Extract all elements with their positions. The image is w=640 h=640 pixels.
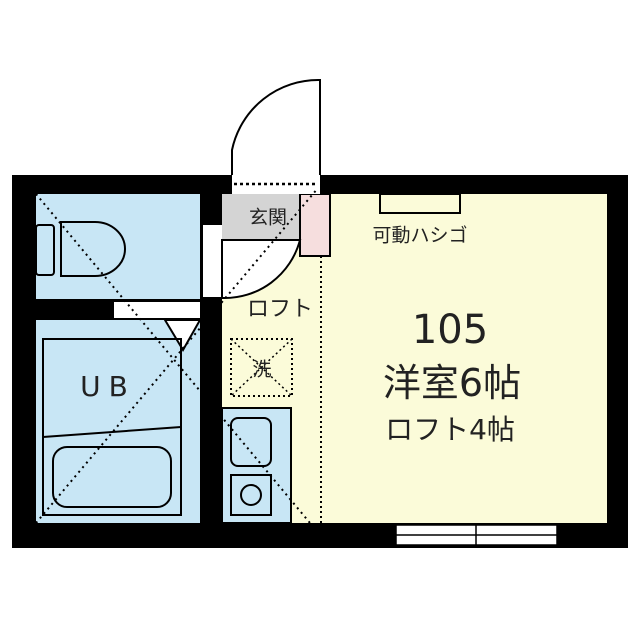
toilet-door-opening [114,302,200,318]
stove [230,474,272,516]
entrance-door-swing-inner [221,239,302,300]
entrance-label: 玄関 [248,206,288,229]
toilet-bowl [60,221,126,277]
movable-ladder-label: 可動ハシゴ [372,224,468,247]
washer-space [230,338,293,397]
loft-diagonal-2 [35,187,319,524]
washer-label: 洗 [252,358,272,381]
unit-number: 105 [411,307,489,353]
entrance-floor [222,194,300,240]
main-room-label: 洋室6帖 [382,361,522,405]
loft-label: ロフト [246,297,314,322]
movable-ladder [379,193,461,214]
sink [230,417,272,467]
toilet-tank [35,224,55,276]
partition-door-opening [203,225,222,297]
loft-size-label: ロフト4帖 [385,413,515,446]
unit-bath-label: UB [80,370,136,403]
entrance-step [299,193,331,257]
bath-door-swing [163,319,202,352]
front-door-swing [231,78,321,175]
stove-burner [240,484,262,506]
bathtub [52,446,172,508]
unit-bath-floor [36,320,200,523]
